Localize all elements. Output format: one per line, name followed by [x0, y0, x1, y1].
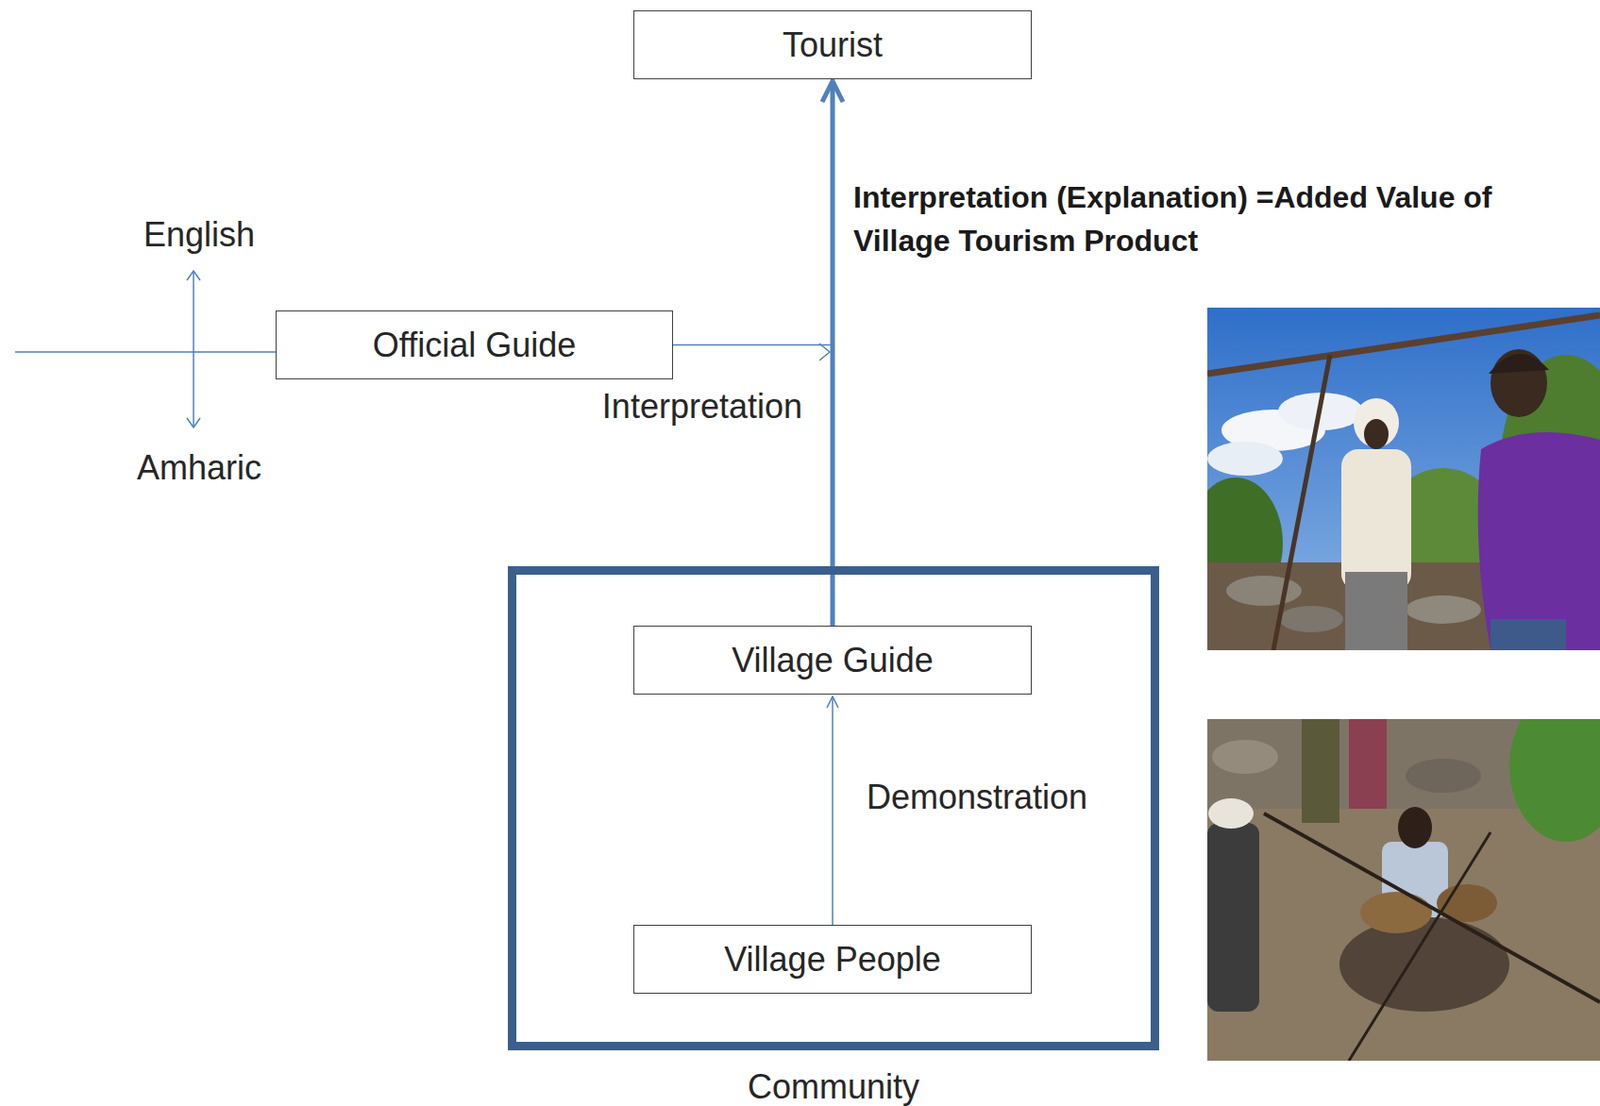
standing-person: [1348, 719, 1387, 809]
woman-skirt: [1345, 572, 1408, 651]
head-wrap: [1488, 353, 1550, 374]
flow-arrow: [831, 696, 834, 926]
axis-line: [15, 351, 276, 354]
actor-box: Tourist: [633, 10, 1032, 80]
box-text: Village Guide: [731, 640, 934, 680]
village-photo: [1207, 719, 1600, 1062]
cloud: [1207, 441, 1283, 476]
jacket: [1478, 432, 1600, 651]
edge-label: Interpretation: [602, 387, 803, 426]
standing-person: [1301, 719, 1340, 824]
hat: [1208, 798, 1254, 829]
edge-label: Demonstration: [866, 777, 1088, 817]
stone: [1279, 606, 1344, 633]
stone: [1212, 740, 1279, 775]
language-label: English: [143, 215, 255, 254]
actor-box: Village People: [633, 925, 1032, 994]
actor-box: Official Guide: [275, 310, 674, 380]
stone: [1405, 595, 1482, 624]
seated-visitor: [1207, 823, 1260, 1012]
stick: [1207, 315, 1600, 374]
actor-box: Village Guide: [633, 625, 1032, 695]
junction-head: [819, 343, 830, 361]
village-photo: [1207, 307, 1600, 651]
box-text: Official Guide: [372, 325, 576, 365]
stick: [1273, 354, 1331, 651]
edge-label-bold: Interpretation (Explanation) =Added Valu…: [853, 175, 1571, 264]
jeans: [1490, 619, 1567, 651]
burnt-spot: [1339, 917, 1510, 1012]
axis-arrow: [192, 270, 195, 428]
stone: [1226, 575, 1302, 607]
group-heading: Community: [747, 1067, 920, 1106]
arrow-head: [186, 418, 201, 428]
arrow-head: [186, 270, 201, 281]
stick: [1348, 832, 1491, 1062]
sky: [1207, 307, 1600, 651]
elbow-connector: [673, 81, 833, 346]
box-text: Village People: [724, 940, 942, 979]
woman-shawl: [1341, 449, 1412, 591]
foliage: [1509, 719, 1600, 843]
face: [1364, 419, 1389, 450]
stick: [1263, 813, 1600, 1003]
language-label: Amharic: [136, 448, 262, 488]
box-text: Tourist: [782, 25, 883, 65]
leather-bag: [1360, 892, 1432, 934]
stone: [1405, 758, 1482, 793]
head: [1397, 807, 1432, 849]
